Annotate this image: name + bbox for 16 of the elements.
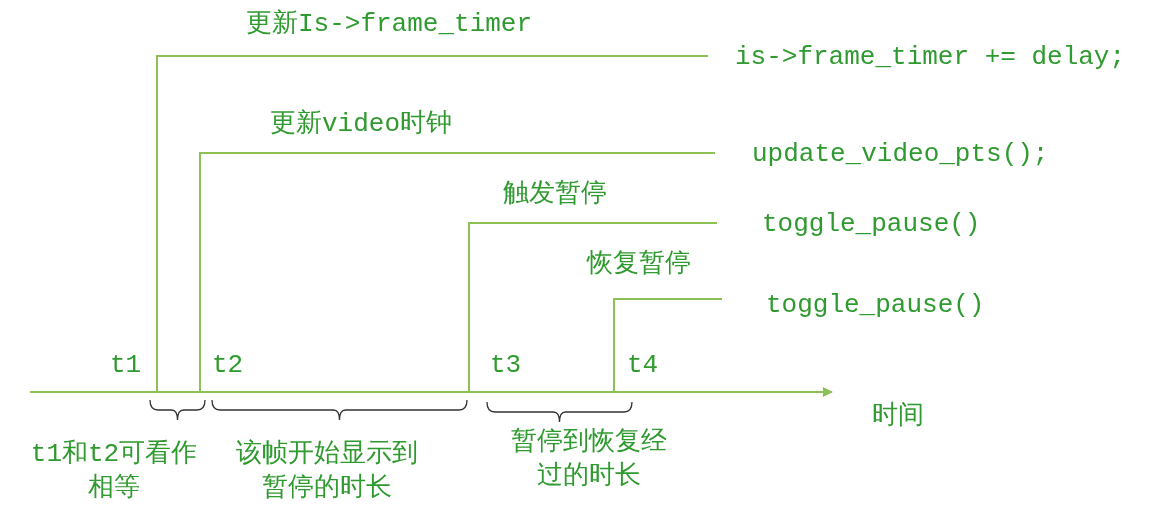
signal-name: 更新video时钟 (270, 108, 452, 141)
signal-name: 恢复暂停 (587, 248, 691, 281)
code-statement: update_video_pts(); (752, 138, 1049, 171)
time-marker: t4 (627, 349, 659, 382)
time-marker: t3 (490, 349, 522, 382)
code-statement: toggle_pause() (766, 289, 985, 322)
interval-note: t1和t2可看作相等 (29, 438, 199, 505)
interval-note: 该帧开始显示到暂停的时长 (235, 438, 419, 505)
code-statement: toggle_pause() (762, 208, 981, 241)
signal-name: 更新Is->frame_timer (246, 8, 533, 41)
axis-label: 时间 (872, 400, 924, 433)
time-marker: t2 (212, 349, 244, 382)
code-statement: is->frame_timer += delay; (735, 41, 1126, 74)
time-marker: t1 (110, 349, 142, 382)
interval-note: 暂停到恢复经过的时长 (510, 426, 668, 493)
signal-name: 触发暂停 (503, 178, 607, 211)
